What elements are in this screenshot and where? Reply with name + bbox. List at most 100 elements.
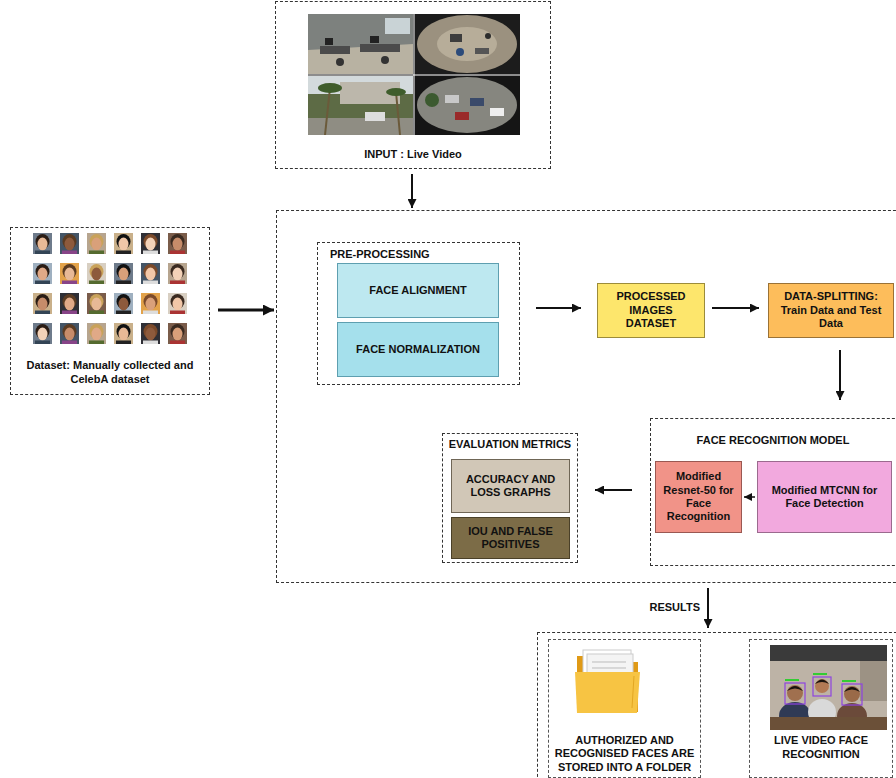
face-thumbnail: [168, 323, 187, 344]
illustration-part: [842, 684, 862, 705]
node-text: FACE ALIGNMENT: [344, 284, 492, 297]
node-text: DATA-SPLITTING: Train Data and Test Data: [775, 290, 887, 330]
illustration-part: [785, 679, 799, 681]
face-thumbnail: [87, 233, 106, 254]
node-text: Modified MTCNN for Face Detection: [764, 484, 885, 511]
thumbnail-ground: [33, 233, 52, 254]
face-thumbnail: [114, 323, 133, 344]
illustration-part: [370, 36, 379, 43]
illustration-part: [308, 118, 413, 135]
thumbnail-ground: [114, 263, 133, 284]
face-thumbnail-grid: [33, 233, 187, 344]
illustration-part: [815, 679, 829, 693]
hair: [117, 294, 131, 309]
illustration-part: [414, 14, 415, 135]
thumbnail-ground: [60, 293, 79, 314]
hair: [90, 324, 104, 339]
face: [38, 268, 48, 281]
face: [38, 328, 48, 341]
face: [65, 238, 75, 251]
face-thumbnail: [87, 293, 106, 314]
illustration-part: [842, 680, 856, 682]
result-card: AUTHORIZED AND RECOGNISED FACES ARE STOR…: [548, 639, 701, 778]
flow-arrow: [536, 307, 581, 309]
shoulders: [62, 341, 77, 345]
illustration-part: [808, 699, 836, 725]
illustration-part: [779, 702, 811, 730]
hair: [90, 264, 104, 279]
illustration-part: [385, 18, 410, 34]
thumbnail-ground: [33, 263, 52, 284]
illustration-part: [325, 38, 333, 45]
illustration-part: [308, 76, 413, 94]
dataset-panel: Dataset: Manually collected and CelebA d…: [10, 227, 210, 395]
shoulders: [35, 311, 50, 315]
hair: [63, 264, 77, 279]
node-text: AUTHORIZED AND RECOGNISED FACES ARE STOR…: [552, 734, 697, 774]
shoulders: [116, 251, 131, 255]
illustration-part: [485, 33, 491, 39]
illustration-part: [815, 680, 829, 685]
illustration-part: [587, 654, 633, 692]
illustration-part: [308, 44, 413, 74]
face-thumbnail: [60, 263, 79, 284]
shoulders: [62, 281, 77, 285]
shoulders: [35, 251, 50, 255]
metrics-group: EVALUATION METRICS ACCURACY AND LOSS GRAP…: [442, 433, 578, 563]
thumbnail-ground: [168, 263, 187, 284]
thumbnail-ground: [168, 233, 187, 254]
face: [173, 328, 183, 341]
illustration-part: [450, 34, 462, 42]
face-thumbnail: [141, 263, 160, 284]
node-text: ACCURACY AND LOSS GRAPHS: [458, 473, 563, 500]
face: [92, 298, 102, 311]
hair: [117, 324, 131, 339]
shoulders: [143, 251, 158, 255]
hair: [144, 234, 158, 249]
face-thumbnail: [114, 263, 133, 284]
face: [92, 238, 102, 251]
node-text: EVALUATION METRICS: [447, 438, 573, 451]
shoulders: [143, 311, 158, 315]
folder-icon: [575, 650, 640, 713]
results-panel: AUTHORIZED AND RECOGNISED FACES ARE STOR…: [537, 632, 896, 778]
thumbnail-ground: [141, 263, 160, 284]
preprocessing-group: PRE-PROCESSINGFACE ALIGNMENTFACE NORMALI…: [317, 242, 520, 385]
shoulders: [170, 311, 185, 315]
shoulders: [62, 311, 77, 315]
node-text: Modified Resnet-50 for Face Recognition: [662, 470, 735, 524]
node-text: IOU AND FALSE POSITIVES: [458, 525, 563, 552]
input-panel: INPUT : Live Video: [275, 1, 551, 169]
shoulders: [89, 311, 104, 315]
face-thumbnail: [60, 293, 79, 314]
illustration-part: [308, 75, 520, 76]
face-thumbnail: [60, 233, 79, 254]
illustration-part: [415, 14, 520, 74]
shoulders: [116, 311, 131, 315]
model-box: Modified MTCNN for Face Detection: [757, 461, 892, 533]
thumbnail-ground: [33, 293, 52, 314]
illustration-part: [340, 82, 400, 104]
flow-arrow: [595, 489, 632, 491]
metric-box: IOU AND FALSE POSITIVES: [451, 517, 570, 559]
metric-box: ACCURACY AND LOSS GRAPHS: [451, 459, 570, 513]
shoulders: [170, 341, 185, 345]
thumbnail-ground: [141, 293, 160, 314]
illustration-part: [320, 46, 350, 54]
illustration-part: [770, 645, 887, 730]
illustration-part: [381, 56, 389, 64]
hair: [36, 264, 50, 279]
illustration-part: [470, 98, 484, 106]
face-thumbnail: [168, 263, 187, 284]
face-thumbnail: [141, 293, 160, 314]
hair: [144, 294, 158, 309]
shoulders: [170, 281, 185, 285]
face-thumbnail: [87, 323, 106, 344]
hair: [90, 234, 104, 249]
flow-arrow: [411, 174, 413, 208]
edge-label-holder: RESULTS: [647, 600, 702, 615]
face: [65, 268, 75, 281]
flow-arrow: [707, 588, 709, 628]
